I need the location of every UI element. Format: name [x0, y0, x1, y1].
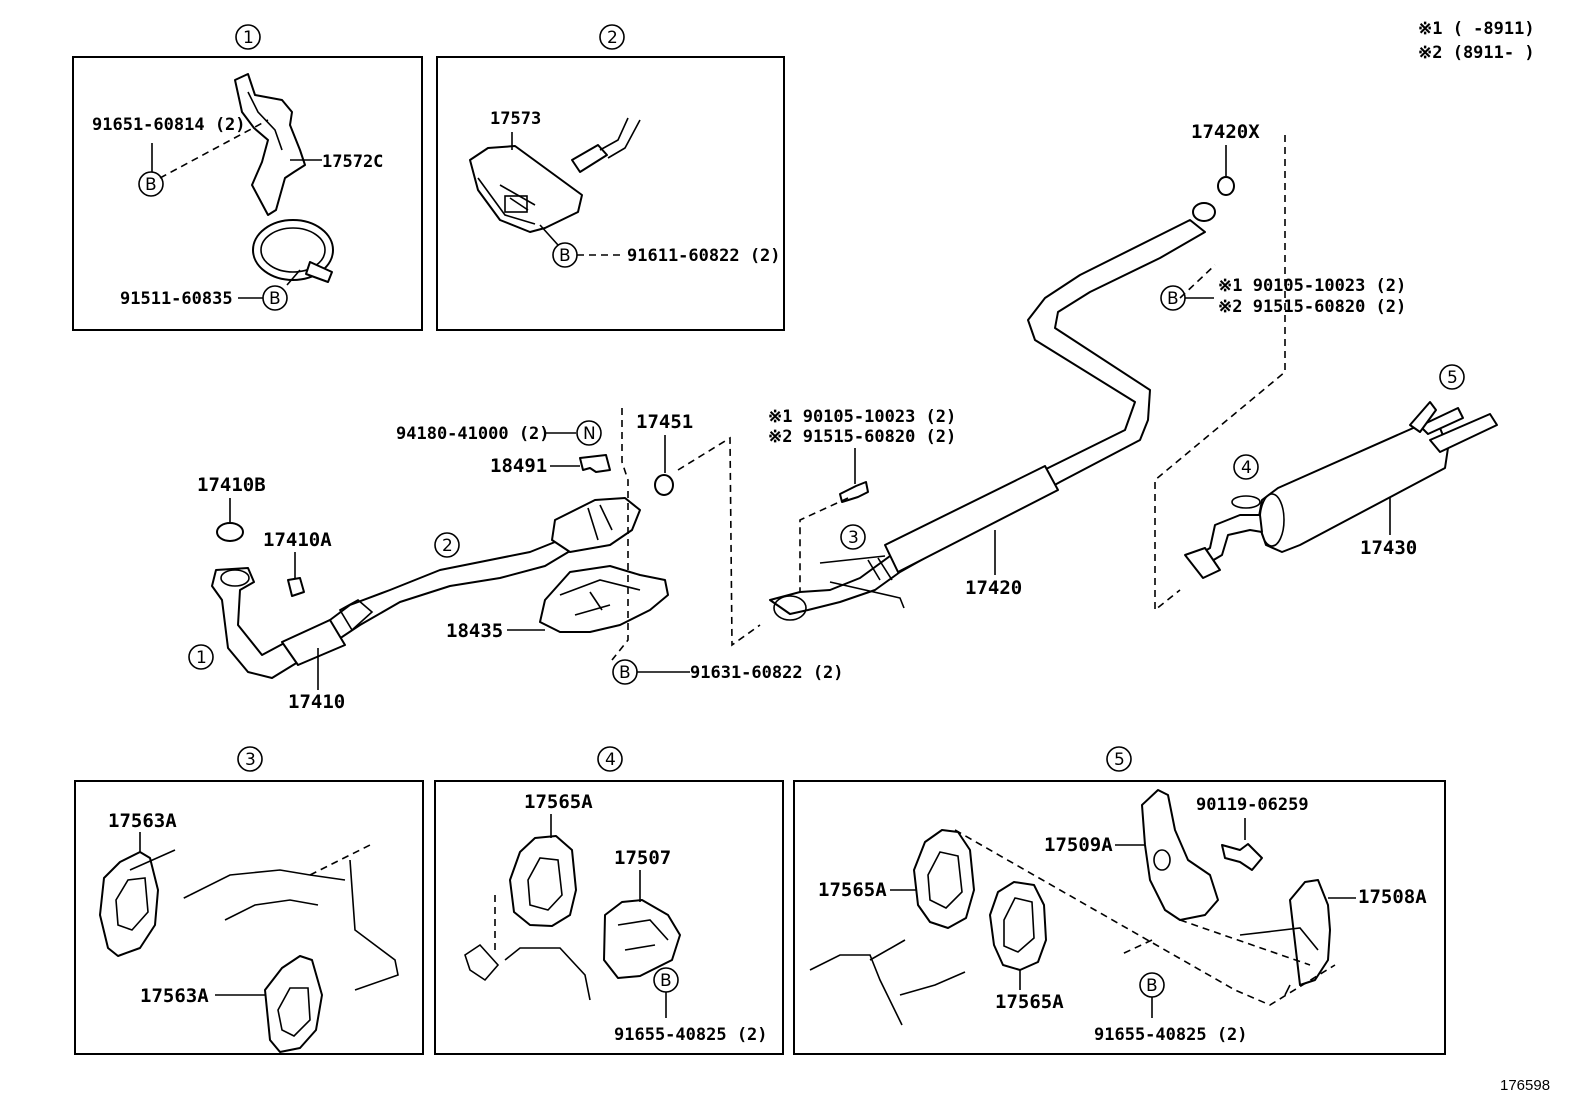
bolt-90119 [1221, 843, 1263, 871]
muffler-17430 [1257, 424, 1449, 553]
label-18491: 18491 [490, 455, 547, 477]
sensor-plug [571, 144, 608, 173]
nut-17410a [287, 577, 305, 597]
gasket-17420x [1217, 176, 1235, 196]
label-90105-10023-top: ※1 90105-10023 (2) [1218, 276, 1406, 296]
label-17565a-4: 17565A [524, 791, 593, 813]
hanger-17563a-2 [264, 955, 323, 1053]
label-91511-60835: 91511-60835 [120, 289, 233, 309]
hanger-17565a-5a [913, 829, 975, 929]
heat-insulator-18435 [539, 565, 669, 633]
label-17508a: 17508A [1358, 886, 1427, 908]
callout-3-bottom: 3 [245, 750, 256, 770]
label-91515-60820-top: ※2 91515-60820 (2) [1218, 297, 1406, 317]
label-17410b: 17410B [197, 474, 266, 496]
gasket-17451 [654, 474, 674, 496]
label-17420x: 17420X [1191, 121, 1260, 143]
bolt-callout-b-1b: B [269, 289, 281, 309]
note-1: ※1 ( -8911) [1418, 19, 1535, 39]
label-91655-40825-5: 91655-40825 (2) [1094, 1025, 1248, 1045]
bolt-callout-b-main: B [619, 663, 631, 683]
detail-box-3: 3 17563A 17563A [74, 746, 424, 1055]
label-17430: 17430 [1360, 537, 1417, 559]
callout-5-bottom: 5 [1114, 750, 1125, 770]
bolt-callout-b-4: B [660, 971, 672, 991]
bolt-90105 [839, 481, 869, 503]
label-17451: 17451 [636, 411, 693, 433]
hanger-17565a-5b [989, 881, 1047, 971]
label-17572c: 17572C [322, 152, 383, 172]
callout-4-bottom: 4 [605, 750, 616, 770]
note-2: ※2 (8911- ) [1418, 43, 1535, 63]
label-90119-06259: 90119-06259 [1196, 795, 1309, 815]
bracket-17508a [1289, 879, 1331, 986]
label-17565a-5b: 17565A [995, 991, 1064, 1013]
bracket-17507 [603, 899, 681, 979]
callout-5-main: 5 [1447, 368, 1458, 388]
drawing-number: 176598 [1500, 1077, 1550, 1094]
label-91611-60822: 91611-60822 (2) [627, 246, 781, 266]
center-pipe-assembly: 17420X B ※1 90105-10023 (2) ※2 91515-608… [768, 121, 1406, 621]
bolt-callout-b-5: B [1146, 976, 1158, 996]
label-91655-40825-4: 91655-40825 (2) [614, 1025, 768, 1045]
hanger-17565a-4 [509, 835, 577, 927]
label-94180-41000: 94180-41000 (2) [396, 424, 550, 444]
catalytic-converter [551, 497, 641, 553]
main-assembly: 17410B 17410A 1 17410 2 94180-41000 (2) … [188, 408, 844, 713]
label-17420: 17420 [965, 577, 1022, 599]
bracket-17509a [1141, 789, 1219, 921]
detail-box-4: 4 17565A 17507 B 91655-40825 (2) [434, 746, 784, 1055]
callout-1-top: 1 [243, 28, 254, 48]
label-17563a-1: 17563A [108, 810, 177, 832]
nut-callout-n: N [583, 424, 596, 444]
bolt-callout-b-2: B [559, 246, 571, 266]
heat-insulator-17573 [469, 145, 583, 233]
tailpipe-assembly: 4 5 17430 [1184, 364, 1498, 579]
label-17410: 17410 [288, 691, 345, 713]
label-17509a: 17509A [1044, 834, 1113, 856]
label-17565a-5a: 17565A [818, 879, 887, 901]
label-91631-60822: 91631-60822 (2) [690, 663, 844, 683]
label-18435: 18435 [446, 620, 503, 642]
callout-1-main: 1 [196, 648, 207, 668]
callout-2-main: 2 [442, 536, 453, 556]
label-17573: 17573 [490, 109, 541, 129]
bolt-callout-b-1a: B [145, 175, 157, 195]
label-17507: 17507 [614, 847, 671, 869]
label-17410a: 17410A [263, 529, 332, 551]
label-90105-10023-mid: ※1 90105-10023 (2) [768, 407, 956, 427]
front-pipe-17410 [211, 539, 576, 679]
callout-2-top: 2 [607, 28, 618, 48]
hanger-17563a-1 [99, 851, 159, 957]
label-91651-60814: 91651-60814 (2) [92, 115, 246, 135]
callout-3-main: 3 [848, 528, 859, 548]
detail-box-5: 5 90119-06259 17509A 17565A 17565A 17508… [793, 746, 1446, 1055]
label-91515-60820-mid: ※2 91515-60820 (2) [768, 427, 956, 447]
detail-box-1: 1 B 91651-60814 (2) 17572C B 91511-60835 [72, 24, 423, 331]
gasket-17410b [216, 522, 244, 542]
label-17563a-2: 17563A [140, 985, 209, 1007]
bracket-18491 [579, 454, 611, 473]
bolt-callout-b-center: B [1167, 289, 1179, 309]
detail-box-2: 2 17573 B 91611-60822 (2) [436, 24, 785, 331]
callout-4-main: 4 [1241, 458, 1252, 478]
bracket-17572c [234, 73, 306, 216]
